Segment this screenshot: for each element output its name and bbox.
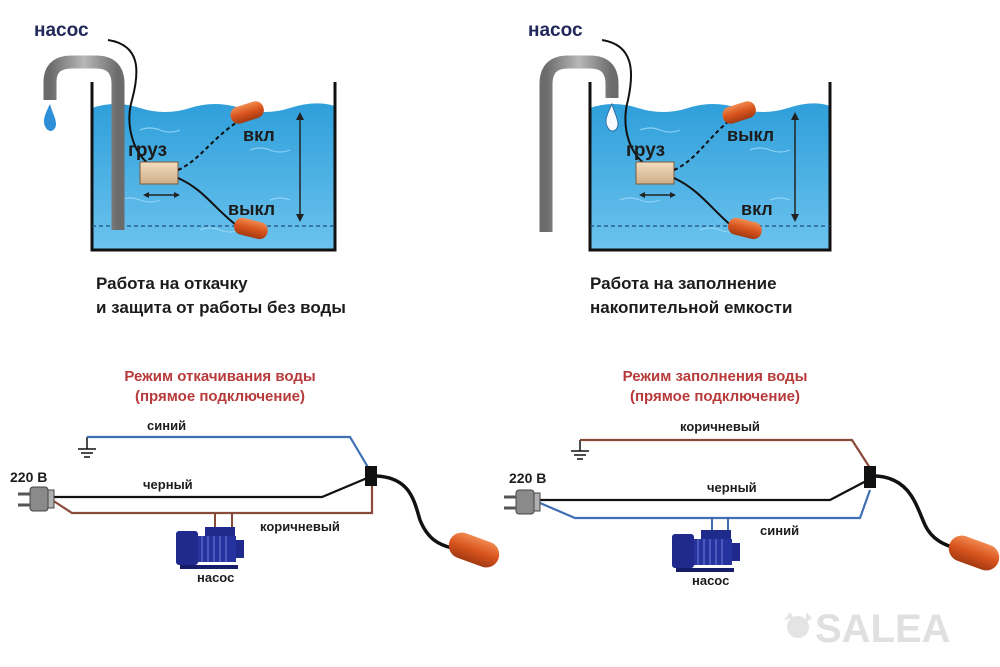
right-wiring-float	[948, 535, 1000, 571]
left-tank-caption-line1: Работа на откачку	[96, 274, 248, 293]
left-tank-wall	[90, 82, 337, 252]
left-plug-icon	[18, 486, 55, 512]
watermark-logo-icon	[784, 612, 812, 638]
right-wire-blue	[539, 489, 872, 520]
left-float-upper	[230, 101, 264, 124]
left-wire-middle-label: черный	[143, 477, 193, 492]
left-wiring-title-line2: (прямое подключение)	[135, 388, 305, 405]
right-wiring-pump-label: насос	[692, 573, 729, 588]
right-wire-black	[540, 479, 869, 502]
right-tank-weight-label: груз	[626, 140, 665, 161]
right-water-waves	[619, 127, 791, 233]
left-wire-brown	[51, 478, 374, 515]
right-wire-top-label: коричневый	[680, 419, 760, 434]
right-pump-motor-icon	[672, 530, 740, 572]
right-wire-middle-label: черный	[707, 480, 757, 495]
left-water-drop-icon	[43, 104, 56, 131]
right-tank-diagram	[539, 39, 832, 252]
right-water-drop-icon	[605, 102, 619, 132]
right-pump-pipe	[539, 55, 619, 232]
left-float-lower	[234, 217, 268, 240]
right-wiring-title-line2: (прямое подключение)	[630, 388, 800, 405]
right-tank-pump-label: насос	[528, 20, 583, 41]
left-wire-black	[52, 474, 373, 499]
left-wire-top-label: синий	[147, 418, 186, 433]
right-wiring-diagram	[504, 438, 1000, 572]
right-float-lower	[728, 217, 762, 240]
left-tank-pump-label: насос	[34, 20, 89, 41]
left-tank-diagram	[43, 39, 337, 252]
left-water-waves	[119, 127, 291, 233]
left-tank-on-label: вкл	[243, 125, 275, 145]
left-wiring-pump-label: насос	[197, 570, 234, 585]
right-wire-bottom-label: синий	[760, 523, 799, 538]
left-wire-blue	[87, 435, 373, 475]
left-tank-caption-line2: и защита от работы без воды	[96, 298, 346, 317]
salea-watermark: SALEA	[784, 607, 951, 651]
left-wiring-diagram	[18, 435, 500, 569]
left-ground-icon	[78, 437, 96, 458]
watermark-text: SALEA	[815, 607, 951, 651]
right-weight-block	[635, 161, 675, 185]
left-pump-motor-icon	[176, 527, 244, 569]
right-tank-wall	[588, 82, 832, 252]
left-wiring-float	[448, 532, 500, 568]
right-plug-icon	[504, 489, 541, 515]
right-float-upper	[722, 101, 756, 124]
right-wiring-title-line1: Режим заполнения воды	[623, 368, 808, 385]
left-pump-pipe	[43, 55, 125, 230]
left-wiring-title-line1: Режим откачивания воды	[124, 368, 315, 385]
right-wire-brown	[580, 438, 871, 469]
right-tank-caption-line2: накопительной емкости	[590, 298, 792, 317]
left-wire-bottom-label: коричневый	[260, 519, 340, 534]
left-water	[92, 103, 335, 250]
right-tank-off-label: вкл	[741, 199, 773, 219]
left-tank-off-label: выкл	[228, 199, 275, 219]
left-weight-block	[139, 161, 179, 185]
right-junction-box	[864, 466, 876, 488]
right-wiring-voltage: 220 В	[509, 470, 546, 486]
right-water	[590, 103, 830, 250]
right-tank-caption-line1: Работа на заполнение	[590, 274, 777, 293]
left-junction-box	[365, 466, 377, 486]
right-ground-icon	[571, 440, 589, 460]
right-tank-on-label: выкл	[727, 125, 774, 145]
left-wiring-voltage: 220 В	[10, 469, 47, 485]
left-tank-weight-label: груз	[128, 140, 167, 161]
